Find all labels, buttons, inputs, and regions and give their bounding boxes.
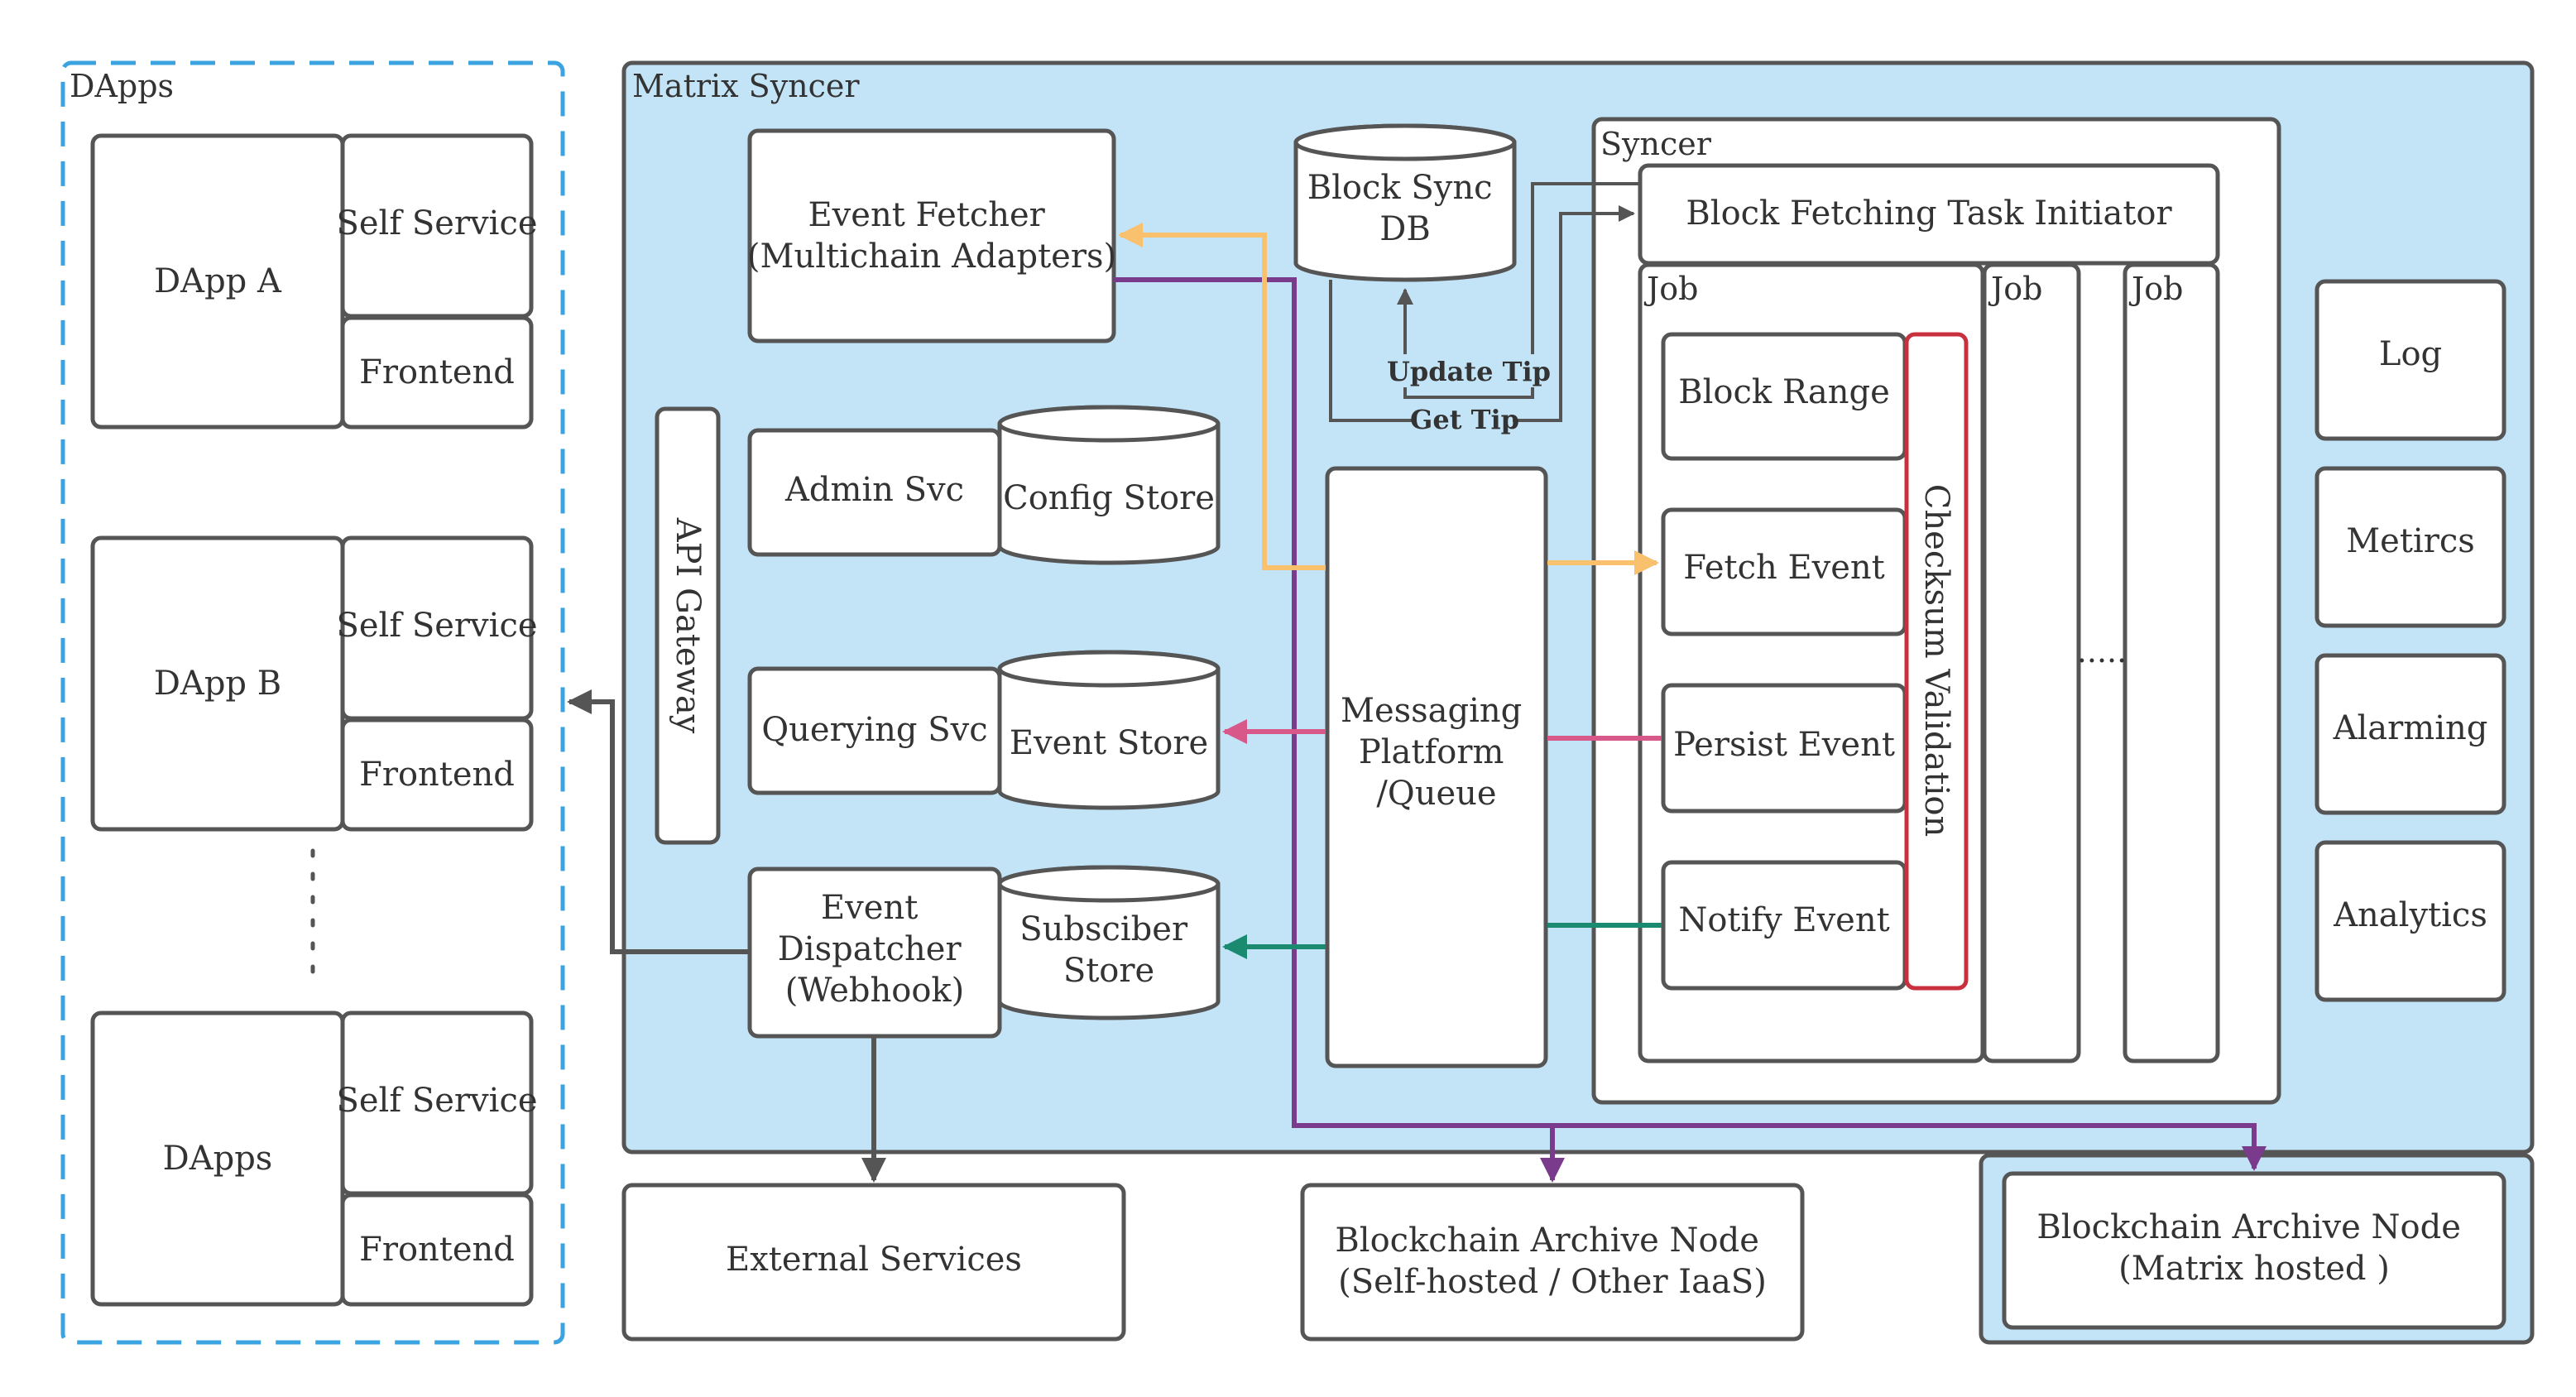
config-store-label: Config Store <box>1003 479 1215 517</box>
archive-node-matrix-hosted-label: Blockchain Archive Node (Matrix hosted ) <box>2036 1208 2471 1288</box>
log-box[interactable] <box>2315 279 2506 441</box>
analytics-box[interactable] <box>2315 840 2506 1002</box>
subscriber-store-label-line-2: Store <box>1063 952 1154 990</box>
event-fetcher-label: Event Fetcher (Multichain Adapters) <box>747 196 1116 276</box>
metrics-box[interactable] <box>2315 466 2506 628</box>
admin-svc-label: Admin Svc <box>784 471 964 509</box>
messaging-platform-label-line-1: Messaging <box>1341 692 1522 730</box>
dapps-generic-self-service-label: Self Service <box>336 1082 537 1120</box>
syncer-group-label: Syncer <box>1600 126 1712 162</box>
querying-svc-label: Querying Svc <box>761 711 987 749</box>
dapps-group-label: DApps <box>70 68 174 104</box>
archive-node-self-hosted-box[interactable] <box>1300 1183 1805 1342</box>
dapp-b-frontend-label: Frontend <box>359 756 515 794</box>
block-fetching-task-initiator-label: Block Fetching Task Initiator <box>1686 194 2172 233</box>
job-ellipsis: ..... <box>2077 633 2127 670</box>
archive-node-matrix-hosted-label-line-1: Blockchain Archive Node <box>2036 1208 2461 1246</box>
event-store-cylinder-top <box>997 650 1221 688</box>
dapp-b-label: DApp B <box>154 665 281 703</box>
subscriber-store-cylinder-top <box>997 865 1221 903</box>
block-sync-db-label: Block Sync DB <box>1307 169 1504 248</box>
dapp-a-label: DApp A <box>154 262 282 300</box>
event-dispatcher-label-line-3: (Webhook) <box>785 972 965 1010</box>
job-box-3-label: Job <box>2128 271 2183 307</box>
messaging-platform-label-line-3: /Queue <box>1376 775 1496 813</box>
dapp-b-self-service-label: Self Service <box>336 607 537 645</box>
event-fetcher-box[interactable] <box>747 128 1116 343</box>
archive-node-self-hosted-label: Blockchain Archive Node (Self-hosted / O… <box>1335 1222 1769 1301</box>
job-box-3[interactable] <box>2123 262 2220 1063</box>
dapp-b-frontend-box[interactable] <box>340 718 534 832</box>
dapp-a-self-service-label: Self Service <box>336 204 537 242</box>
archive-node-matrix-hosted-label-line-2: (Matrix hosted ) <box>2118 1250 2390 1288</box>
checksum-validation-box[interactable] <box>1904 332 1969 991</box>
archive-node-matrix-hosted-box[interactable] <box>2002 1171 2506 1330</box>
metrics-label: Metircs <box>2346 522 2475 560</box>
archive-node-self-hosted-label-line-1: Blockchain Archive Node <box>1335 1222 1759 1260</box>
fetch-event-label: Fetch Event <box>1683 549 1885 587</box>
notify-event-label: Notify Event <box>1678 901 1889 939</box>
messaging-platform-box[interactable] <box>1325 466 1548 1068</box>
event-fetcher-label-line-1: Event Fetcher <box>808 196 1045 234</box>
event-fetcher-label-line-2: (Multichain Adapters) <box>747 238 1116 276</box>
get-tip-label: Get Tip <box>1410 404 1519 435</box>
external-services-box[interactable] <box>621 1183 1126 1342</box>
job-box-2[interactable] <box>1982 262 2081 1063</box>
messaging-platform-label: Messaging Platform /Queue <box>1341 692 1533 813</box>
messaging-platform-label-line-2: Platform <box>1359 733 1504 771</box>
matrix-syncer-group-label: Matrix Syncer <box>632 68 860 104</box>
block-range-label: Block Range <box>1678 373 1890 411</box>
queue-to-event-fetcher-connector <box>1118 223 1326 570</box>
external-services-label: External Services <box>726 1241 1022 1279</box>
dapps-generic-label: DApps <box>163 1140 273 1178</box>
block-sync-db-label-line-1: Block Sync <box>1307 169 1493 207</box>
dapps-generic-frontend-label: Frontend <box>359 1231 515 1269</box>
alarming-box[interactable] <box>2315 653 2506 815</box>
fetcher-to-archive-matrix-connector <box>1552 1123 2267 1171</box>
log-label: Log <box>2379 335 2442 373</box>
event-dispatcher-label: Event Dispatcher (Webhook) <box>778 889 972 1010</box>
api-gateway-label: API Gateway <box>669 517 707 734</box>
analytics-label: Analytics <box>2333 896 2487 934</box>
dapp-a-frontend-label: Frontend <box>359 353 515 391</box>
dapp-a-frontend-box[interactable] <box>340 315 534 430</box>
alarming-label: Alarming <box>2333 709 2488 747</box>
archive-node-self-hosted-label-line-2: (Self-hosted / Other IaaS) <box>1338 1263 1767 1301</box>
persist-event-label: Persist Event <box>1673 726 1895 764</box>
block-sync-db-label-line-2: DB <box>1379 210 1430 248</box>
dapps-generic-frontend-box[interactable] <box>340 1193 534 1307</box>
event-dispatcher-label-line-1: Event <box>821 889 918 927</box>
event-dispatcher-label-line-2: Dispatcher <box>778 930 962 968</box>
dispatcher-to-dapps-connector <box>567 689 748 954</box>
fetcher-to-archive-self-connector <box>1114 277 1565 1183</box>
api-gateway-box[interactable] <box>655 406 721 845</box>
get-tip-label-bg <box>1417 402 1513 435</box>
event-store-label: Event Store <box>1010 724 1208 762</box>
config-store-cylinder-top <box>997 405 1221 443</box>
update-tip-label: Update Tip <box>1387 356 1551 387</box>
subscriber-store-label: Subsciber Store <box>1019 910 1198 990</box>
subscriber-store-label-line-1: Subsciber <box>1019 910 1188 948</box>
checksum-validation-label: Checksum Validation <box>1917 484 1955 837</box>
block-sync-db-cylinder-top <box>1293 123 1517 161</box>
job-box-1-label: Job <box>1643 271 1698 307</box>
get-tip-connector <box>1329 205 1635 422</box>
job-box-2-label: Job <box>1988 271 2042 307</box>
update-tip-label-bg <box>1398 354 1539 387</box>
